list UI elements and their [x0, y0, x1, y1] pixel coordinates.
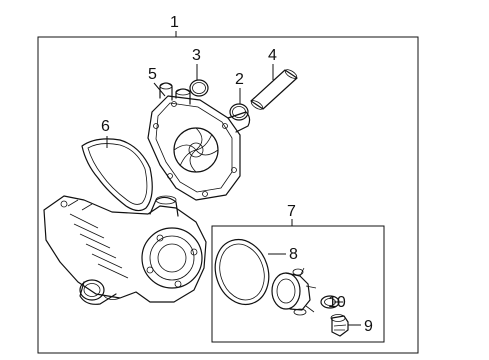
callout-8: 8: [289, 246, 298, 263]
thermostat-housing: [43, 195, 207, 305]
thermostat-gasket-8: [214, 239, 270, 305]
pump-gasket-6: [81, 138, 153, 212]
seal-ring-10: [320, 295, 340, 309]
drain-plug-9: [330, 314, 349, 337]
callout-2: 2: [235, 71, 244, 88]
callout-5: 5: [148, 66, 157, 83]
thermostat-kit-frame: [211, 225, 385, 343]
callout-7: 7: [287, 203, 296, 220]
connecting-pipe-4: [250, 69, 298, 110]
assembly-frame: [37, 36, 419, 354]
water-pump-5: [147, 82, 251, 201]
thermostat: [271, 267, 317, 316]
callout-3: 3: [192, 47, 201, 64]
o-ring-3: [189, 79, 209, 97]
callout-4: 4: [268, 47, 277, 64]
callout-1: 1: [170, 14, 179, 31]
callout-6: 6: [101, 118, 110, 135]
callout-9: 9: [364, 318, 373, 335]
